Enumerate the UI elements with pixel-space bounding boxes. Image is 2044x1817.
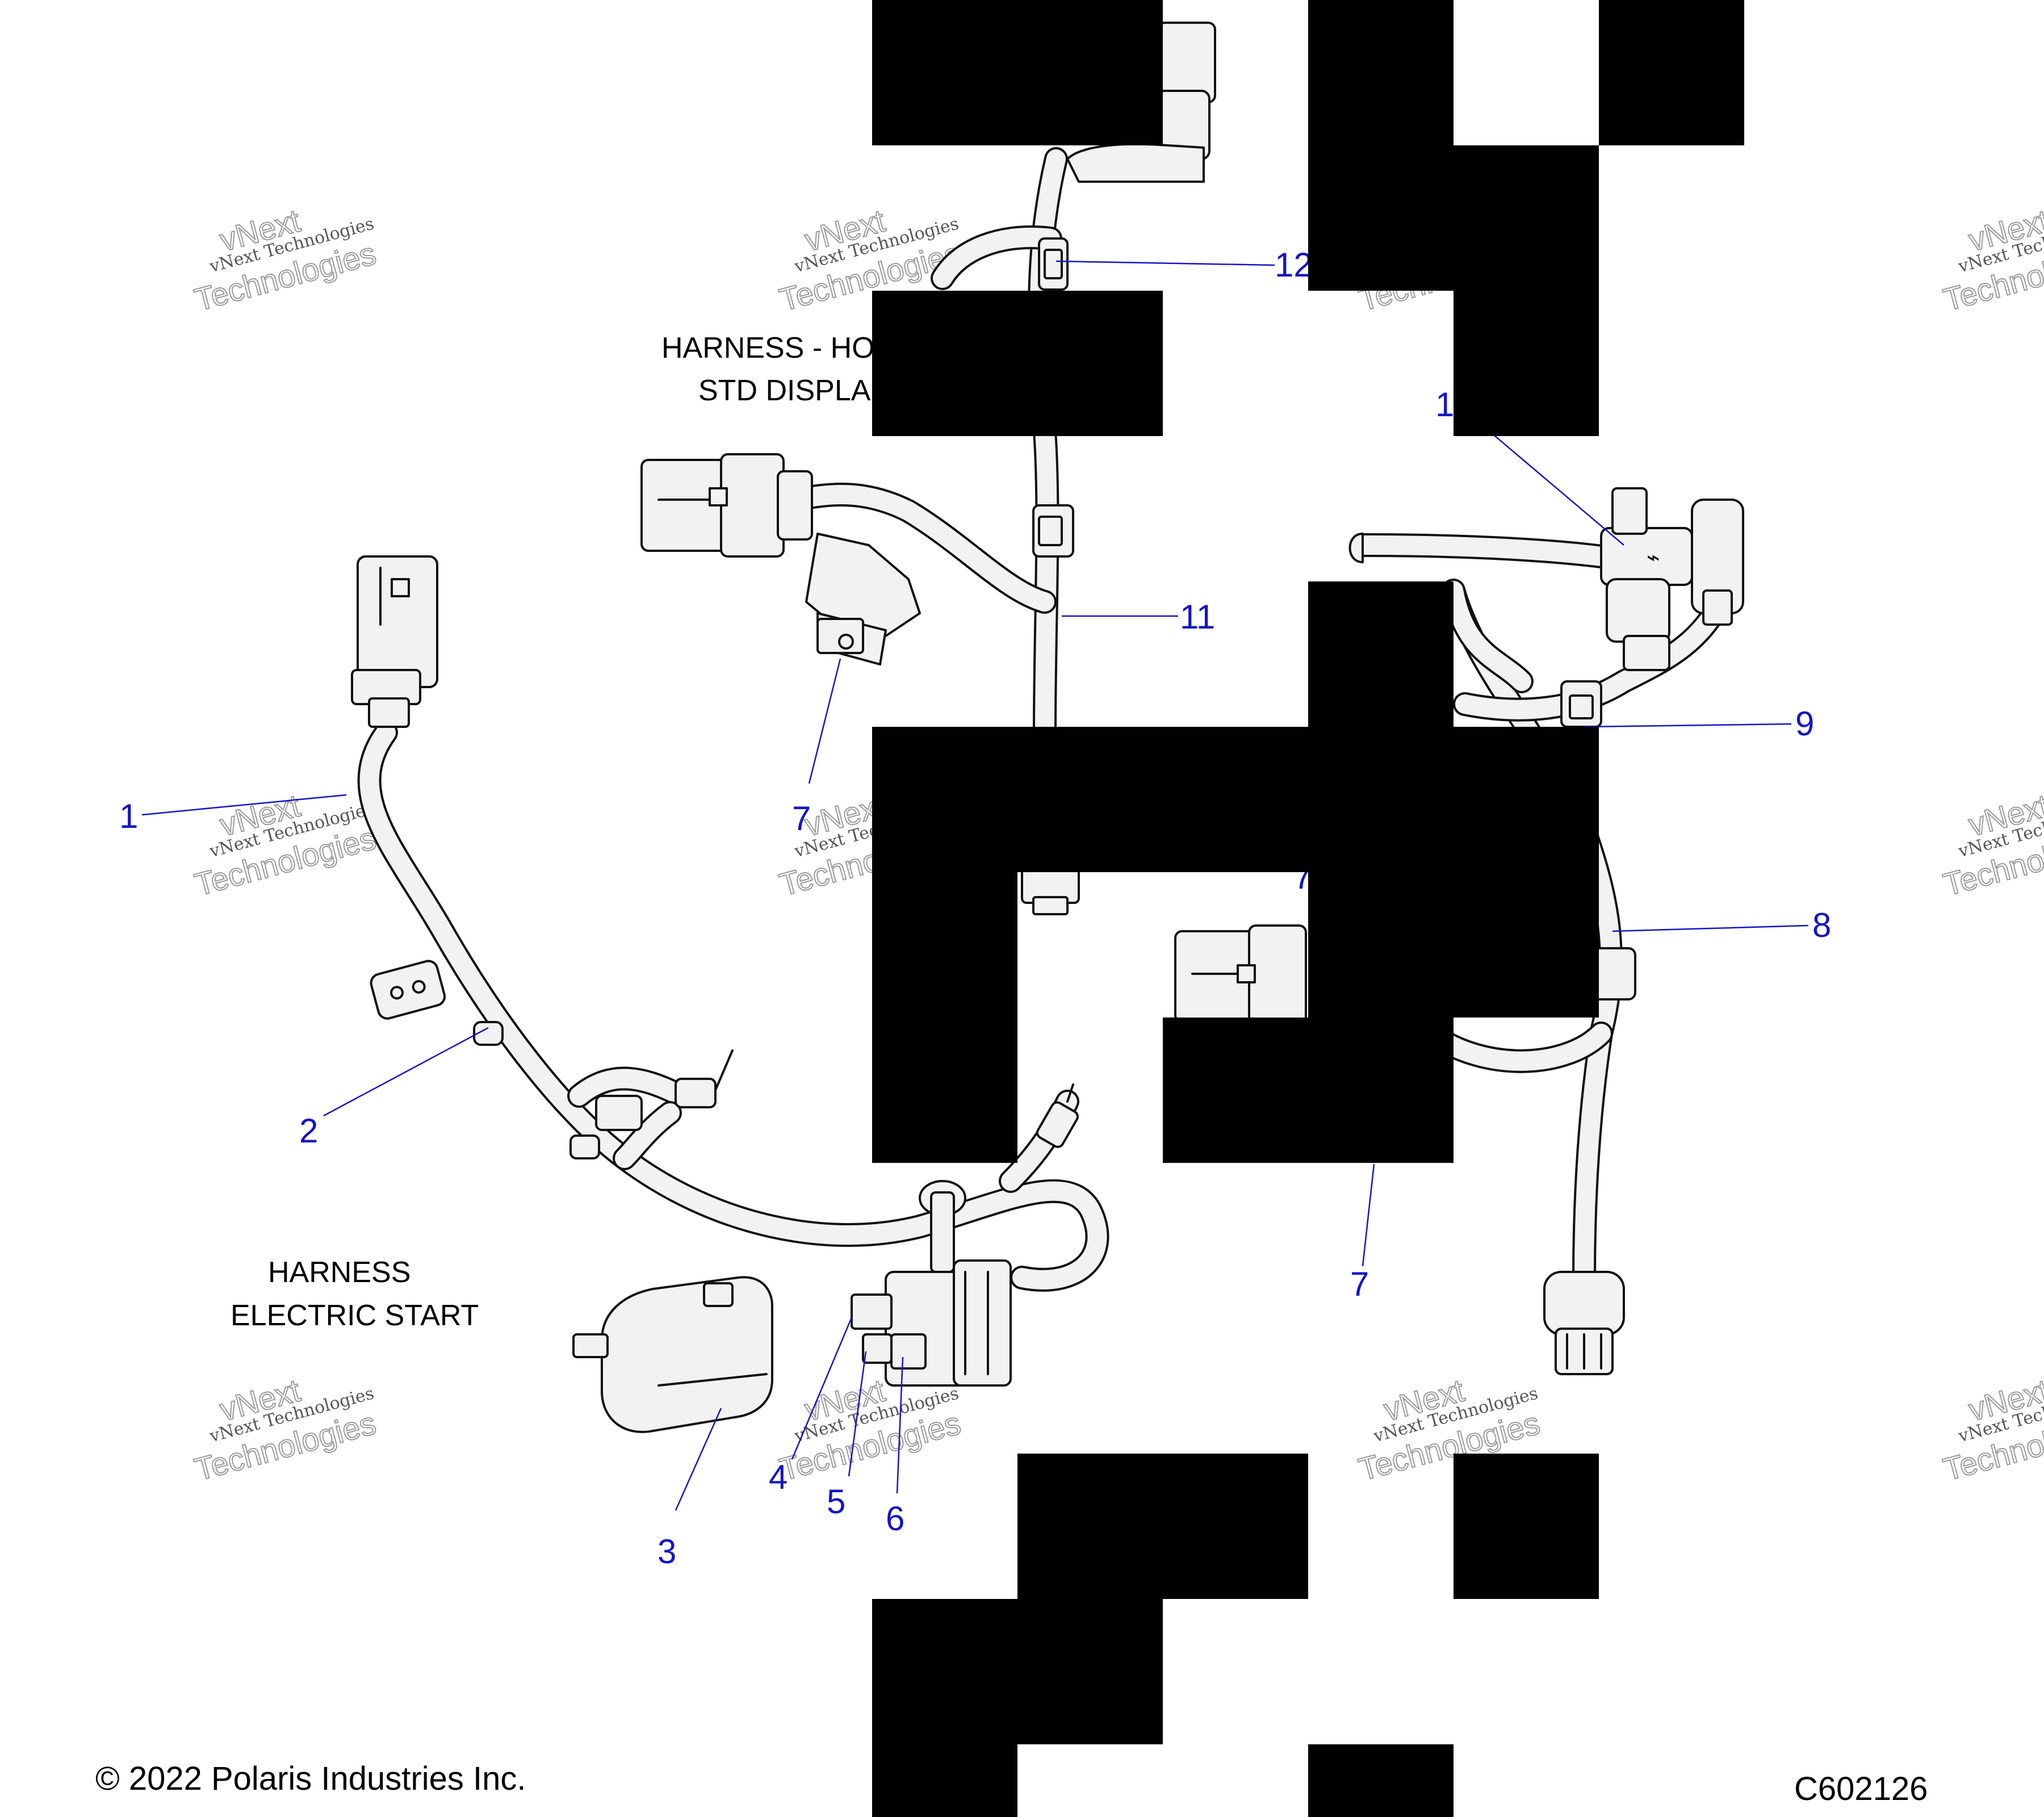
right-harness (1444, 581, 1620, 1287)
leader-10 (1476, 420, 1624, 546)
terminal-post (675, 1049, 734, 1108)
mask-block (1163, 1018, 1454, 1163)
drawing-id: C602126 (1794, 1770, 1928, 1807)
callout-1: 1 (119, 797, 138, 835)
clip-12 (1038, 237, 1069, 291)
leader-3 (675, 1408, 722, 1511)
leader-9 (1584, 723, 1792, 728)
grommet (473, 1021, 504, 1046)
mask-block (872, 291, 1163, 436)
callout-2: 2 (299, 1112, 318, 1150)
harness-clip (569, 1095, 643, 1159)
mask-block (872, 1599, 1163, 1744)
display-connector-left (640, 453, 813, 558)
mask-block (1454, 145, 1599, 436)
caption-harness-es-line1: HARNESS (268, 1256, 411, 1289)
right-branch (1444, 581, 1531, 691)
right-connector-left (1174, 924, 1307, 1029)
leader-lines (141, 260, 1809, 1511)
display-connector-top (1066, 22, 1216, 183)
connector-main (351, 555, 438, 728)
mask-block (1308, 872, 1599, 1018)
callout-7c: 7 (1350, 1265, 1369, 1303)
right-connector-bottom (1543, 1271, 1625, 1375)
mask-block (1308, 0, 1454, 291)
display-connector-angled (805, 533, 921, 665)
harness-trunk (359, 723, 1107, 1290)
caption-harness-top-line1: HARNESS - HO (661, 332, 875, 365)
watermark: vNext vNext Technologies Technologies (190, 1371, 380, 1488)
caption-harness-top-line2: STD DISPLA (698, 374, 871, 407)
fuse-5 (862, 1333, 893, 1364)
watermark: vNext vNext Technologies Technologies (1939, 786, 2044, 903)
leader-4 (791, 1317, 853, 1460)
display-connector-lower (1021, 862, 1080, 915)
fuse-4 (851, 1293, 893, 1330)
relay-cap (572, 1276, 773, 1433)
right-branch (1455, 581, 1736, 719)
connector-two-pin (370, 960, 446, 1020)
mask-block (872, 872, 1017, 1163)
right-branch (1421, 1024, 1611, 1071)
fuse-6 (890, 1333, 927, 1370)
callout-3: 3 (657, 1533, 676, 1571)
callout-6: 6 (886, 1500, 904, 1538)
callout-10: 1 (1435, 386, 1454, 424)
clip-9 (1560, 680, 1602, 728)
harness-electric-start (351, 555, 1109, 1433)
copyright-text: © 2022 Polaris Industries Inc. (95, 1760, 526, 1797)
harness-right: ⌁ (1174, 487, 1744, 1375)
usb-module: ⌁ (1348, 487, 1744, 671)
callout-9: 9 (1795, 705, 1814, 743)
callout-11: 11 (1180, 598, 1215, 636)
watermark: vNext vNext Technologies Technologies (190, 202, 380, 318)
mask-block (1454, 1454, 1599, 1599)
harness-branch (569, 1069, 691, 1106)
callout-5: 5 (827, 1483, 845, 1521)
terminal-post (1036, 1083, 1079, 1148)
footer: © 2022 Polaris Industries Inc. C602126 (95, 1760, 1928, 1807)
usb-icon: ⌁ (1647, 545, 1660, 571)
callout-7a: 7 (792, 799, 811, 838)
leader-5 (848, 1351, 867, 1477)
leader-7b (1362, 1163, 1375, 1267)
leader-7a (808, 658, 841, 784)
mask-block (872, 1744, 1017, 1817)
display-branch (933, 228, 1060, 288)
leader-12 (1055, 260, 1275, 266)
display-branch (785, 485, 1054, 612)
callout-8: 8 (1812, 906, 1831, 944)
captions: HARNESS - HO STD DISPLA HARNESS ELECTRIC… (231, 332, 875, 1332)
fuse-block (851, 1259, 1012, 1387)
callout-labels: 1 2 3 4 5 6 7 7 7 8 9 1 11 12 (119, 246, 1831, 1571)
leader-2 (323, 1027, 489, 1117)
callout-12: 12 (1275, 246, 1313, 284)
mask-block (1599, 0, 1744, 145)
leader-1 (141, 794, 347, 816)
leader-8 (1612, 924, 1809, 932)
watermark: vNext vNext Technologies Technologies (1939, 202, 2044, 318)
mask-block (1308, 581, 1454, 727)
harness-branch (615, 1103, 680, 1168)
mask-block (872, 0, 1163, 145)
mask-block (1308, 1744, 1454, 1817)
watermark: vNext vNext Technologies Technologies (1939, 1371, 2044, 1488)
leader-6 (896, 1357, 904, 1494)
redaction-masks (872, 0, 1744, 1817)
caption-harness-es-line2: ELECTRIC START (231, 1299, 479, 1332)
display-clip (1032, 504, 1074, 558)
watermark: vNext vNext Technologies Technologies (190, 786, 380, 903)
mask-block (1017, 1454, 1308, 1599)
callout-4: 4 (769, 1458, 788, 1496)
mask-block (872, 727, 1599, 872)
